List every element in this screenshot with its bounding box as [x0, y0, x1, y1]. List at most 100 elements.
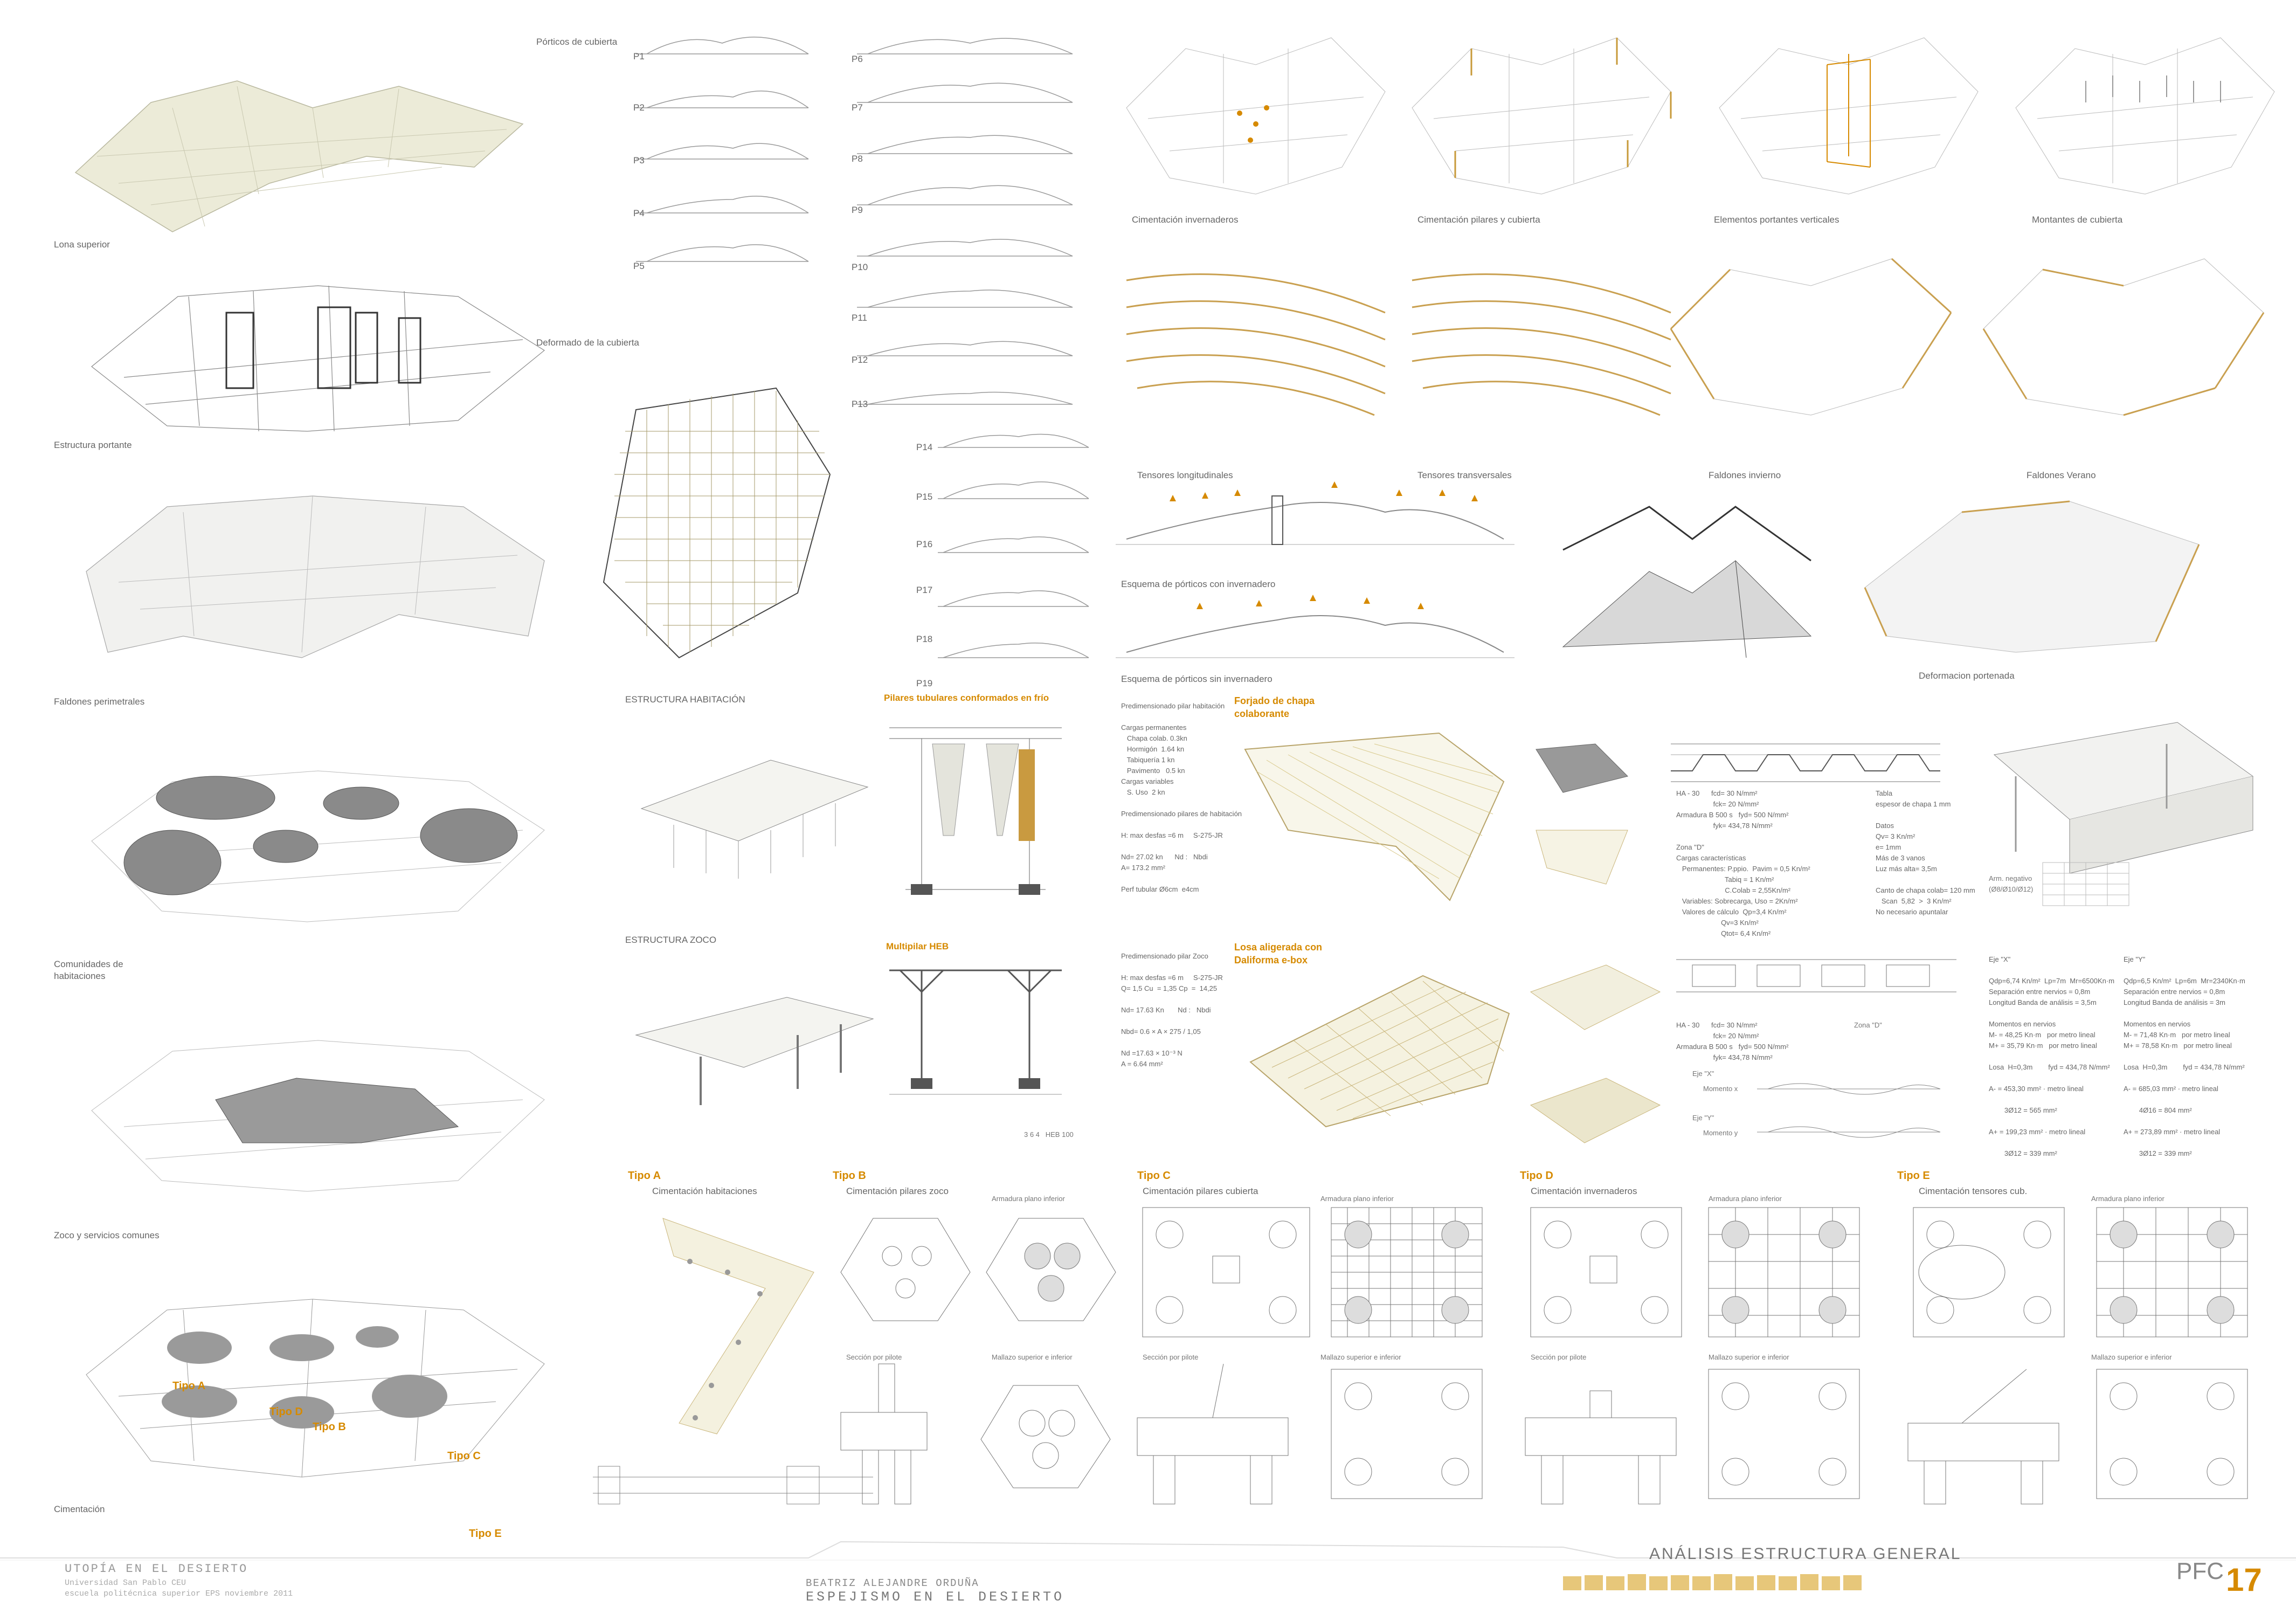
iso-label-3: Elementos portantes verticales — [1714, 215, 1839, 225]
layer-label-lona: Lona superior — [54, 239, 110, 250]
communities-illustration — [91, 770, 545, 922]
momentos-diagram — [1757, 1083, 1941, 1138]
tensores-sin-inv-label: Esquema de pórticos sin invernadero — [1121, 674, 1273, 684]
canopy-top-illustration — [74, 80, 524, 232]
tipo-c-section — [1137, 1363, 1483, 1505]
estructura-habitacion-title: ESTRUCTURA HABITACIÓN — [625, 694, 745, 705]
mallazo-detail-1 — [1530, 964, 1661, 1030]
forjado-title: Forjado de chapa colaborante — [1234, 695, 1315, 719]
tipo-c-subtitle: Cimentación pilares cubierta — [1143, 1186, 1258, 1196]
tipo-b-subtitle: Cimentación pilares zoco — [846, 1186, 949, 1196]
portico-p17: P17 — [916, 585, 933, 595]
tensores-diagram-2 — [1116, 595, 1514, 658]
tipo-a-title: Tipo A — [628, 1170, 661, 1182]
tipo-d-mallazo: Mallazo superior e inferior — [1709, 1353, 1789, 1361]
portico-p6: P6 — [852, 54, 863, 64]
tipo-b-hexagons — [840, 1218, 1116, 1321]
estructura-zoco-title: ESTRUCTURA ZOCO — [625, 935, 717, 945]
portico-p2: P2 — [633, 102, 645, 113]
footer-bar: UTOPÍA EN EL DESIERTO Universidad San Pa… — [0, 1536, 2296, 1614]
zona-d-label: Zona "D" — [1854, 1021, 1882, 1029]
footer-author: BEATRIZ ALEJANDRE ORDUÑA — [806, 1577, 979, 1589]
portico-p5: P5 — [633, 261, 645, 271]
eje-y-calc: Eje "Y" Qdp=6,5 Kn/m² Lp=6m Mr=2340Kn·m … — [2124, 955, 2245, 1157]
tensores-diagram-1 — [1116, 481, 1514, 545]
deformado-title: Deformado de la cubierta — [536, 337, 639, 348]
momento-x-label: Momento x — [1703, 1085, 1738, 1093]
porticos-title: Pórticos de cubierta — [536, 37, 618, 47]
footer-band — [0, 1541, 2296, 1561]
layer-label-estructura: Estructura portante — [54, 440, 132, 450]
chapa-colaborante-section — [1671, 743, 1940, 782]
layer-label-zoco: Zoco y servicios comunes — [54, 1230, 160, 1240]
tipo-e-plan — [1913, 1207, 2065, 1337]
tipo-e-armadura-plan — [2096, 1207, 2248, 1337]
deformacion-label: Deformacion portenada — [1919, 671, 2015, 681]
portico-p18: P18 — [916, 634, 933, 644]
iso-cimentacion-pilares — [1412, 37, 1672, 195]
faldones-verano-label: Faldones Verano — [2027, 470, 2096, 480]
tipo-d-armadura-plan — [1708, 1207, 1860, 1337]
tipo-b-section — [840, 1363, 1111, 1505]
tipo-d-section — [1525, 1369, 1860, 1505]
habitacion-render — [640, 760, 869, 879]
zoco-render — [635, 997, 874, 1105]
portico-p4: P4 — [633, 208, 645, 218]
losa-calc-left: HA - 30 fcd= 30 N/mm² fck= 20 N/mm² Arma… — [1676, 1021, 1789, 1061]
tabla-note: Arm. negativo (Ø8/Ø10/Ø12) — [1989, 874, 2034, 893]
portico-p8: P8 — [852, 154, 863, 164]
forjado-plan — [1244, 732, 1505, 901]
iso-label-2: Cimentación pilares y cubierta — [1417, 215, 1540, 225]
tipo-c-title: Tipo C — [1137, 1170, 1171, 1182]
multipilar-section — [889, 969, 1062, 1095]
deformado-grid-plan — [603, 387, 831, 659]
structure-illustration — [91, 285, 545, 432]
portico-p12: P12 — [852, 355, 868, 365]
forjado-calc-right: Tabla espesor de chapa 1 mm Datos Qv= 3 … — [1876, 789, 1975, 916]
multipilar-title: Multipilar HEB — [886, 941, 949, 951]
iso-label-1: Cimentación invernaderos — [1132, 215, 1239, 225]
tipo-b-title: Tipo B — [833, 1170, 866, 1182]
pilares-tubulares-section — [889, 727, 1062, 895]
zoco-illustration — [91, 1040, 545, 1192]
tipo-d-armadura: Armadura plano inferior — [1709, 1195, 1782, 1203]
tipo-e-mallazo: Mallazo superior e inferior — [2091, 1353, 2172, 1361]
iso-cables-2 — [1412, 273, 1671, 416]
iso-elementos-verticales — [1719, 37, 1979, 195]
forjado-calc-left: HA - 30 fcd= 30 N/mm² fck= 20 N/mm² Arma… — [1676, 789, 1810, 937]
chapa-detail-1 — [1536, 743, 1628, 793]
momento-y-label: Momento y — [1703, 1129, 1738, 1137]
iso-cables-1 — [1126, 273, 1386, 416]
eje-x-short: Eje "X" — [1692, 1070, 1714, 1078]
portico-p3: P3 — [633, 155, 645, 165]
footer-left-title: UTOPÍA EN EL DESIERTO — [65, 1562, 248, 1576]
tipo-d-plan — [1530, 1207, 1682, 1337]
tipo-a-section — [593, 1466, 873, 1505]
tipo-label-b: Tipo B — [313, 1421, 346, 1433]
iso-cimentacion-invernaderos — [1126, 37, 1386, 195]
tipo-c-plan — [1142, 1207, 1310, 1337]
forjado-3d-detail — [1993, 722, 2254, 874]
tensores-con-inv-label: Esquema de pórticos con invernadero — [1121, 579, 1276, 589]
tensores-long-label: Tensores longitudinales — [1137, 470, 1233, 480]
tensores-trans-label: Tensores transversales — [1417, 470, 1512, 480]
tipo-e-armadura: Armadura plano inferior — [2091, 1195, 2164, 1203]
tabla-grid — [2042, 862, 2129, 906]
tipo-c-mallazo: Mallazo superior e inferior — [1320, 1353, 1401, 1361]
losa-title: Losa aligerada con Daliforma e-box — [1234, 942, 1323, 965]
iso-montantes — [2015, 37, 2275, 195]
tipo-label-d: Tipo D — [269, 1406, 303, 1418]
tipo-d-seccion: Sección por pilote — [1531, 1353, 1587, 1361]
faldones-verano-render — [1864, 500, 2200, 653]
porticos-left-profiles — [636, 37, 809, 262]
tipo-a-plan — [662, 1218, 814, 1434]
footer-page-number: 17 — [2226, 1562, 2262, 1598]
pred-habitacion-text: Predimensionado pilar habitación Cargas … — [1121, 702, 1242, 893]
layer-label-cimentacion: Cimentación — [54, 1504, 105, 1514]
faldones-invierno-label: Faldones invierno — [1709, 470, 1781, 480]
footer-left-sub1: Universidad San Pablo CEU — [65, 1578, 186, 1588]
portico-p1: P1 — [633, 51, 645, 61]
porticos-right-profiles — [857, 38, 1073, 405]
porticos-lower-profiles — [938, 433, 1089, 658]
tipo-label-e: Tipo E — [469, 1528, 502, 1540]
